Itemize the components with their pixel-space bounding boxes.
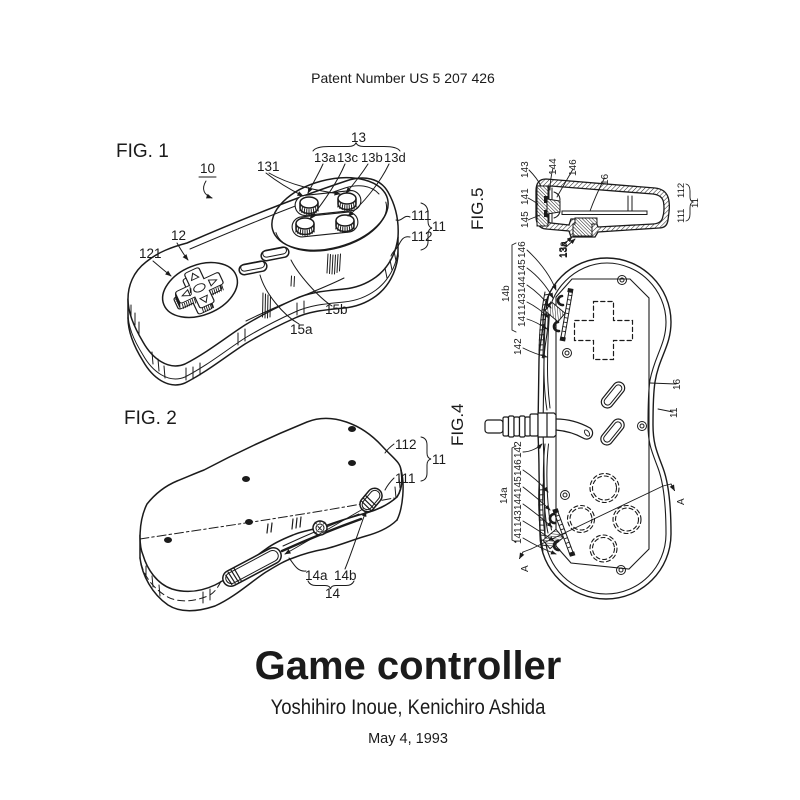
svg-text:14b: 14b [501,285,512,302]
svg-text:111: 111 [411,208,432,223]
svg-text:A: A [520,565,531,572]
svg-text:11: 11 [669,407,680,418]
svg-text:121: 121 [139,246,162,261]
svg-text:13a: 13a [559,241,570,258]
svg-text:May 4, 1993: May 4, 1993 [368,731,448,747]
svg-text:143: 143 [517,293,528,310]
svg-text:142: 142 [513,338,524,355]
svg-text:14b: 14b [334,568,357,583]
svg-text:15a: 15a [290,322,313,337]
svg-text:112: 112 [411,229,433,244]
svg-text:145: 145 [513,476,524,493]
svg-text:141: 141 [517,310,528,327]
svg-text:11: 11 [432,452,446,467]
svg-text:14a: 14a [305,568,328,583]
svg-text:Game controller: Game controller [255,644,562,688]
svg-text:143: 143 [520,161,531,178]
svg-text:Yoshihiro Inoue, Kenichiro Ash: Yoshihiro Inoue, Kenichiro Ashida [271,696,547,720]
svg-text:FIG.5: FIG.5 [468,187,487,230]
svg-text:112: 112 [676,183,687,198]
svg-text:10: 10 [200,161,215,176]
svg-text:13c: 13c [337,150,358,165]
svg-text:112: 112 [395,437,417,452]
svg-text:11: 11 [432,219,446,234]
svg-text:FIG.4: FIG.4 [448,403,467,446]
svg-text:144: 144 [548,158,559,175]
svg-text:13d: 13d [384,150,406,165]
svg-text:145: 145 [520,211,531,228]
svg-text:A: A [676,498,687,505]
svg-text:13a: 13a [558,241,569,258]
svg-text:111: 111 [395,471,416,486]
svg-text:131: 131 [257,159,280,174]
svg-text:142: 142 [513,441,524,458]
svg-text:144: 144 [513,493,524,510]
svg-text:11: 11 [690,198,701,208]
svg-text:15b: 15b [325,302,348,317]
svg-text:16: 16 [600,173,611,185]
svg-text:13: 13 [351,130,366,145]
svg-text:12: 12 [171,228,186,243]
svg-text:16: 16 [672,378,683,390]
svg-text:143: 143 [513,510,524,527]
svg-text:Patent Number US 5 207 426: Patent Number US 5 207 426 [311,70,495,86]
svg-text:145: 145 [517,259,528,276]
svg-text:14a: 14a [499,487,510,504]
svg-text:141: 141 [513,527,524,544]
svg-text:13a: 13a [314,150,336,165]
svg-text:FIG. 2: FIG. 2 [124,408,177,429]
svg-text:13b: 13b [361,150,383,165]
svg-text:146: 146 [517,241,528,258]
svg-text:FIG. 1: FIG. 1 [116,141,169,162]
svg-text:111: 111 [676,209,687,223]
svg-text:144: 144 [517,276,528,293]
svg-text:14: 14 [325,586,341,601]
svg-text:141: 141 [520,188,531,205]
svg-text:146: 146 [568,159,579,176]
svg-text:146: 146 [513,459,524,476]
